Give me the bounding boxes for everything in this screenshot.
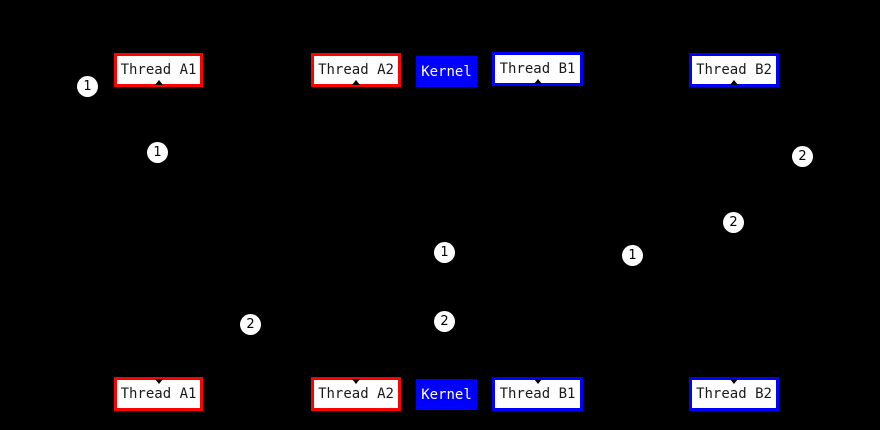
- thread-a1-box-top: Thread A1: [114, 53, 203, 87]
- thread-b2-label-top: Thread B2: [696, 62, 772, 78]
- arrow-notch-icon: [154, 80, 163, 85]
- thread-a1-label-bottom: Thread A1: [120, 386, 197, 402]
- kernel-box-bottom: Kernel: [416, 379, 477, 410]
- thread-a2-box-top: Thread A2: [311, 53, 401, 87]
- step-marker-2-center: 2: [434, 311, 455, 332]
- step-marker-2-far-right: 2: [792, 146, 813, 167]
- step-marker-1-left: 1: [77, 76, 98, 97]
- thread-a1-label-top: Thread A1: [120, 62, 197, 78]
- arrow-notch-icon: [730, 379, 738, 384]
- step-marker-2-under-b2: 2: [723, 212, 744, 233]
- kernel-label-top: Kernel: [421, 63, 472, 80]
- arrow-notch-icon: [533, 79, 542, 84]
- thread-b1-box-top: Thread B1: [492, 52, 583, 86]
- step-marker-2-center-left: 2: [240, 314, 261, 335]
- arrow-notch-icon: [533, 379, 542, 384]
- thread-a2-box-bottom: Thread A2: [311, 377, 401, 411]
- thread-b2-label-bottom: Thread B2: [696, 386, 772, 402]
- thread-b1-label-bottom: Thread B1: [499, 386, 576, 402]
- kernel-label-bottom: Kernel: [421, 386, 472, 403]
- thread-a2-label-bottom: Thread A2: [318, 386, 394, 402]
- thread-b2-box-bottom: Thread B2: [689, 377, 779, 411]
- step-marker-1-center: 1: [434, 242, 455, 263]
- arrow-notch-icon: [352, 379, 360, 384]
- arrow-notch-icon: [154, 379, 163, 384]
- thread-b2-box-top: Thread B2: [689, 53, 779, 87]
- thread-b1-label-top: Thread B1: [499, 61, 576, 77]
- step-marker-1-under-a1: 1: [147, 142, 168, 163]
- kernel-box-top: Kernel: [416, 56, 477, 87]
- thread-a2-label-top: Thread A2: [318, 62, 394, 78]
- step-marker-1-center-right: 1: [622, 245, 643, 266]
- arrow-notch-icon: [730, 80, 738, 85]
- thread-b1-box-bottom: Thread B1: [492, 377, 583, 411]
- arrow-notch-icon: [352, 80, 360, 85]
- thread-a1-box-bottom: Thread A1: [114, 377, 203, 411]
